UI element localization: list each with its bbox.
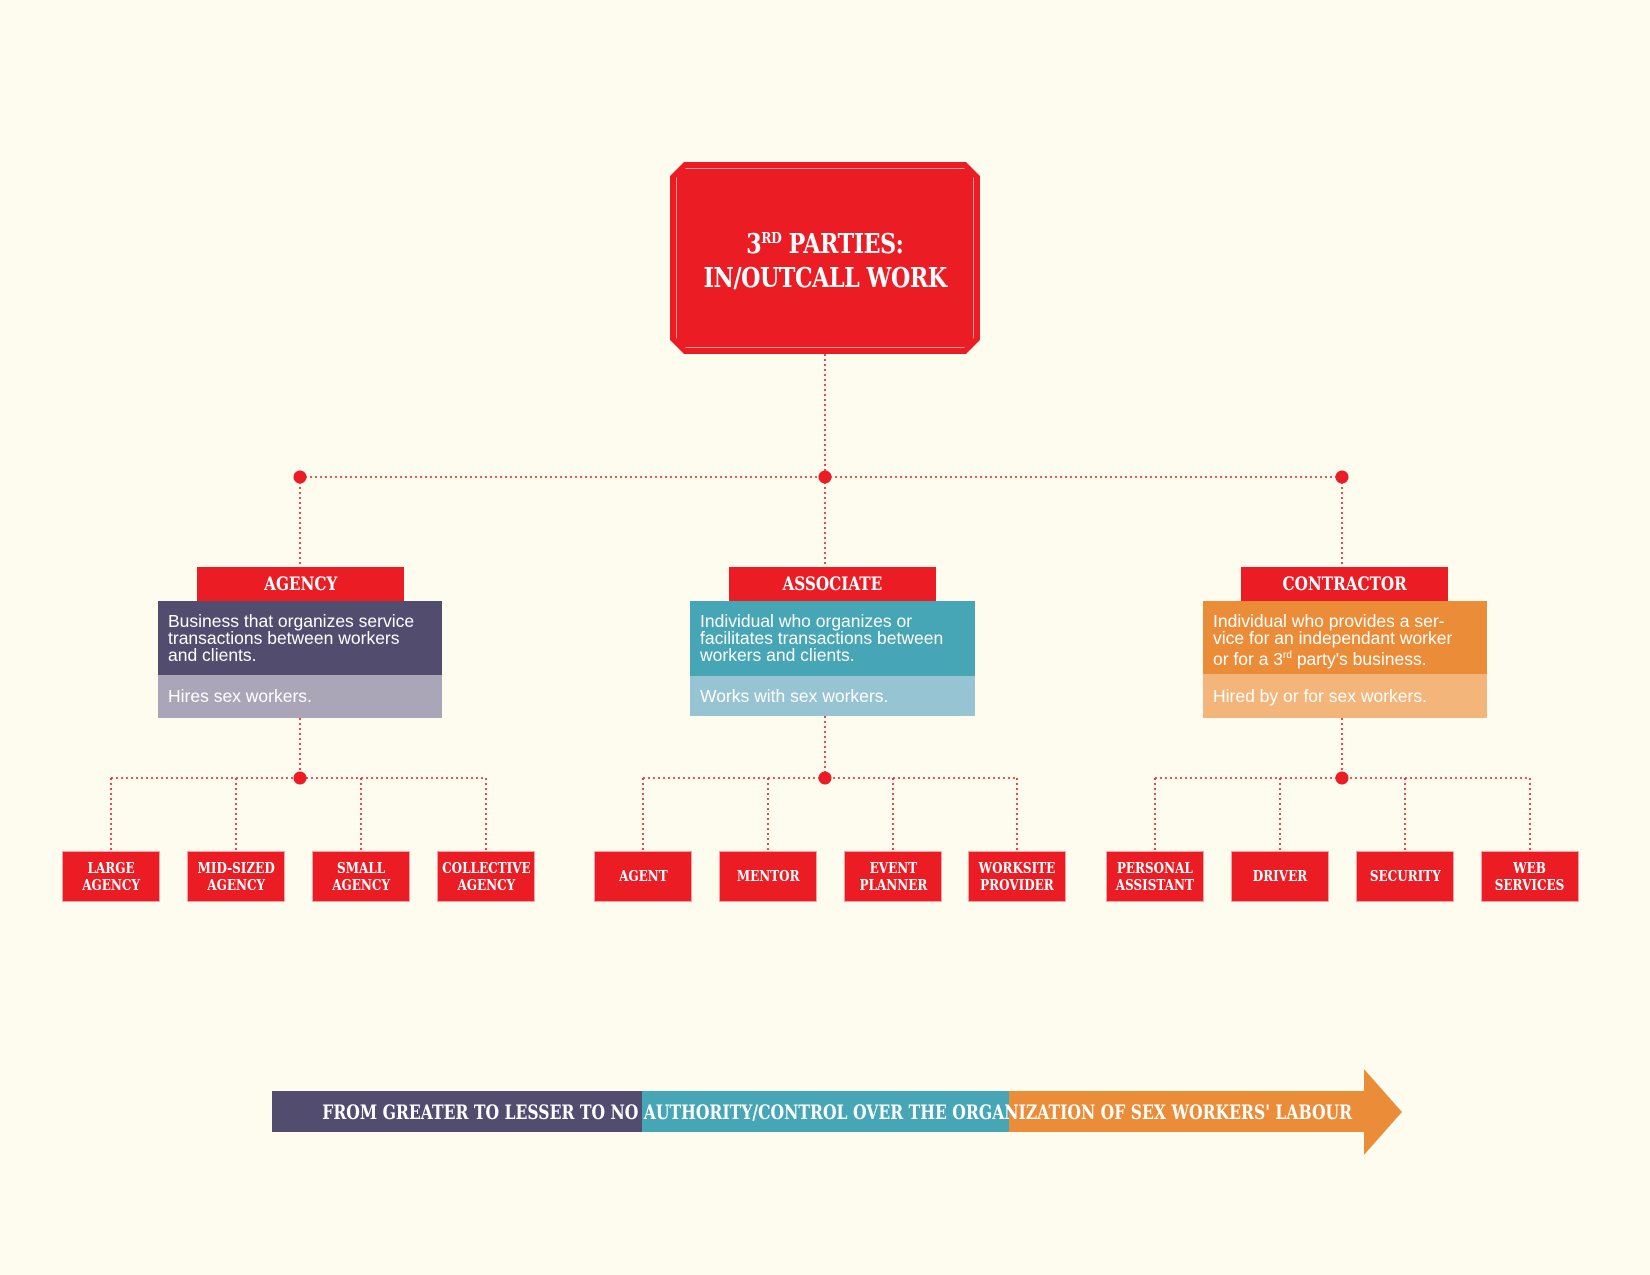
title-line-2: IN/OUTCALL WORK — [703, 262, 947, 294]
agency-note: Hires sex workers. — [158, 675, 442, 718]
title-frame — [676, 168, 974, 348]
leaf-driver: DRIVER — [1231, 851, 1329, 902]
title-box: 3RD PARTIES: IN/OUTCALL WORK — [670, 162, 980, 354]
leaf-small-agency: SMALL AGENCY — [312, 851, 410, 902]
arrow-head — [1364, 1069, 1402, 1155]
leaf-mid-sized-agency: MID-SIZED AGENCY — [187, 851, 285, 902]
title-line-1: 3RD PARTIES: — [746, 228, 904, 260]
leaf-personal-assistant: PERSONAL ASSISTANT — [1106, 851, 1204, 902]
arrow-segment-orange — [1009, 1091, 1365, 1132]
associate-description: Individual who organizes or facilitates … — [690, 601, 975, 676]
category-label-associate: ASSOCIATE — [729, 567, 936, 601]
contractor-description: Individual who provides a ser- vice for … — [1203, 601, 1487, 674]
arrow-segment-purple — [272, 1091, 642, 1132]
node-dot — [818, 470, 832, 484]
node-dot — [293, 470, 307, 484]
agency-description: Business that organizes service transact… — [158, 601, 442, 675]
arrow-caption: FROM GREATER TO LESSER TO NO AUTHORITY/C… — [322, 1099, 1352, 1124]
node-dot — [818, 771, 832, 785]
contractor-note: Hired by or for sex workers. — [1203, 674, 1487, 718]
leaf-event-planner: EVENT PLANNER — [844, 851, 942, 902]
category-label-agency: AGENCY — [197, 567, 404, 601]
leaf-mentor: MENTOR — [719, 851, 817, 902]
leaf-large-agency: LARGE AGENCY — [62, 851, 160, 902]
category-label-contractor: CONTRACTOR — [1241, 567, 1448, 601]
leaf-web-services: WEB SERVICES — [1481, 851, 1579, 902]
leaf-collective-agency: COLLECTIVE AGENCY — [437, 851, 535, 902]
leaf-agent: AGENT — [594, 851, 692, 902]
leaf-security: SECURITY — [1356, 851, 1454, 902]
node-dot — [1335, 470, 1349, 484]
associate-note: Works with sex workers. — [690, 676, 975, 716]
arrow-segment-teal — [642, 1091, 1009, 1132]
node-dot — [293, 771, 307, 785]
leaf-worksite-provider: WORKSITE PROVIDER — [968, 851, 1066, 902]
node-dot — [1335, 771, 1349, 785]
